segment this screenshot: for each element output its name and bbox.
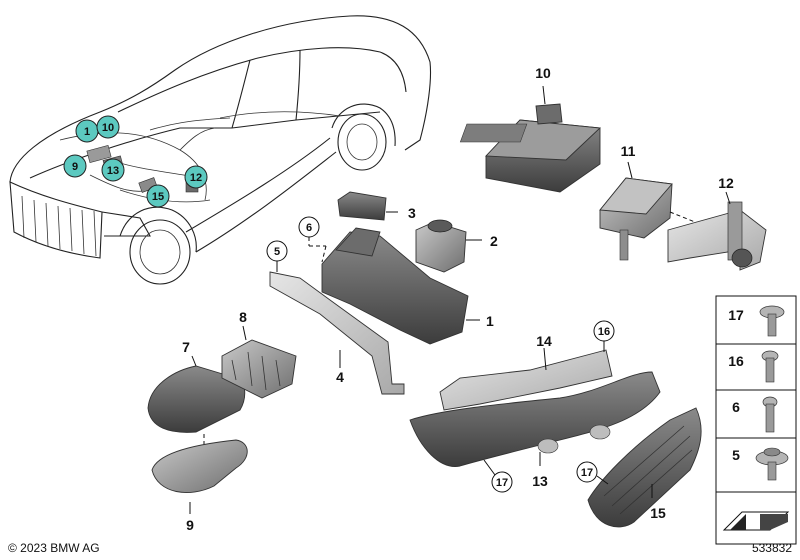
svg-text:17: 17 bbox=[581, 467, 593, 479]
label-2: 2 bbox=[490, 233, 498, 249]
car-callout-9: 9 bbox=[63, 154, 87, 178]
label-9: 9 bbox=[186, 517, 194, 533]
car-callout-10: 10 bbox=[96, 115, 120, 139]
fastener-17: 17 bbox=[728, 305, 785, 337]
fastener-16: 16 bbox=[728, 350, 779, 383]
part-4: 4 bbox=[269, 271, 405, 395]
car-callout-12: 12 bbox=[184, 165, 208, 189]
label-11: 11 bbox=[621, 143, 636, 159]
fastener-6: 6 bbox=[732, 396, 778, 433]
copyright-text: © 2023 BMW AG bbox=[8, 541, 100, 555]
svg-text:5: 5 bbox=[732, 447, 740, 463]
svg-text:6: 6 bbox=[306, 222, 312, 234]
car-callout-1: 1 bbox=[75, 119, 99, 143]
diagram-number: 533832 bbox=[752, 541, 792, 555]
part-11: 11 bbox=[599, 143, 701, 261]
label-15: 15 bbox=[650, 505, 666, 521]
car-callout-13: 13 bbox=[101, 158, 125, 182]
label-13: 13 bbox=[532, 473, 548, 489]
svg-text:17: 17 bbox=[496, 477, 508, 489]
fastener-5: 5 bbox=[732, 447, 789, 481]
part-2: 2 bbox=[415, 219, 498, 273]
part-7: 7 bbox=[147, 339, 246, 433]
part-8: 8 bbox=[221, 309, 297, 399]
part-14: 14 bbox=[439, 333, 613, 411]
svg-text:17: 17 bbox=[728, 307, 744, 323]
svg-text:5: 5 bbox=[274, 246, 280, 258]
label-14: 14 bbox=[536, 333, 552, 349]
svg-text:6: 6 bbox=[732, 399, 740, 415]
ring-label-5: 5 bbox=[266, 240, 288, 272]
washer-symbol-icon bbox=[722, 511, 790, 531]
label-8: 8 bbox=[239, 309, 247, 325]
svg-text:10: 10 bbox=[102, 122, 114, 134]
label-3: 3 bbox=[408, 205, 416, 221]
svg-text:16: 16 bbox=[598, 326, 610, 338]
svg-text:1: 1 bbox=[84, 126, 90, 138]
label-7: 7 bbox=[182, 339, 190, 355]
svg-text:13: 13 bbox=[107, 165, 119, 177]
svg-text:16: 16 bbox=[728, 353, 744, 369]
svg-text:9: 9 bbox=[72, 161, 78, 173]
ring-label-6: 6 bbox=[298, 216, 327, 263]
label-1: 1 bbox=[486, 313, 494, 329]
part-9: 9 bbox=[151, 439, 248, 533]
part-1: 1 bbox=[321, 227, 494, 345]
fastener-panel: 17 16 6 5 bbox=[715, 295, 797, 545]
ring-label-17a: 17 bbox=[483, 459, 513, 493]
part-3: 3 bbox=[337, 191, 416, 221]
part-15: 15 bbox=[587, 407, 702, 528]
svg-text:15: 15 bbox=[152, 191, 164, 203]
car-callout-15: 15 bbox=[146, 184, 170, 208]
ring-label-17b: 17 bbox=[576, 461, 609, 485]
car-overview: 1 10 9 13 12 15 bbox=[9, 15, 432, 285]
label-12: 12 bbox=[718, 175, 734, 191]
part-13: 13 bbox=[409, 371, 661, 489]
label-4: 4 bbox=[336, 369, 344, 385]
label-10: 10 bbox=[535, 65, 551, 81]
ring-label-16: 16 bbox=[593, 320, 615, 352]
part-10: 10 bbox=[459, 65, 602, 193]
part-12: 12 bbox=[667, 175, 767, 271]
svg-text:12: 12 bbox=[190, 172, 202, 184]
